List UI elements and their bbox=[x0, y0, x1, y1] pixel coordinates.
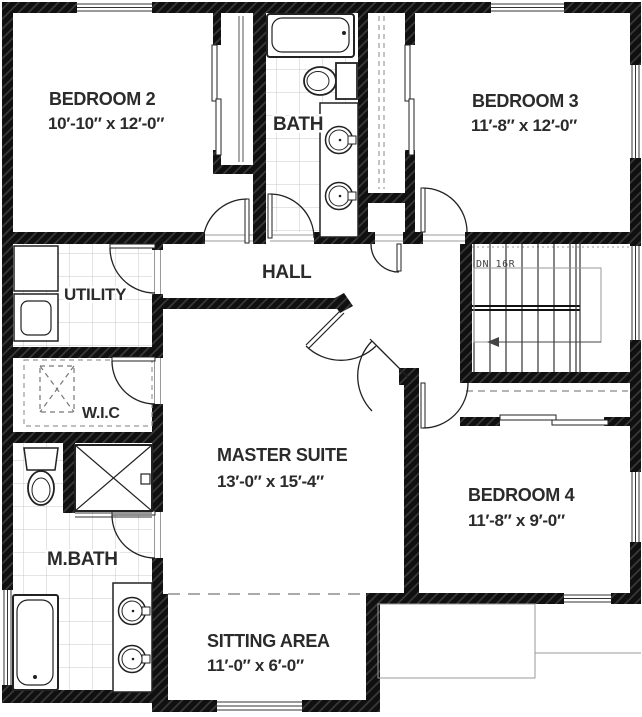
wic-shelf-box bbox=[39, 365, 75, 413]
wall-hall-3 bbox=[403, 232, 423, 244]
wall-bd4-closet-south-e bbox=[604, 417, 631, 426]
mbath-label: M.BATH bbox=[47, 549, 118, 570]
doors bbox=[109, 187, 469, 559]
master-suite-dims: 13′-0″ x 15′-4″ bbox=[217, 472, 324, 491]
bedroom3-dims: 11′-8″ x 12′-0″ bbox=[471, 116, 577, 135]
wall-bd3-closet-lower bbox=[405, 150, 415, 232]
wall-bath-east bbox=[358, 13, 368, 244]
toilet bbox=[23, 447, 59, 506]
wall-bedroom4-south bbox=[366, 593, 641, 604]
linen-closet-door bbox=[370, 243, 402, 273]
wall-mbath-north bbox=[13, 432, 163, 443]
wall-linen-south bbox=[366, 193, 408, 203]
sink bbox=[324, 125, 357, 155]
bedroom4-label: BEDROOM 4 bbox=[468, 485, 575, 505]
wall-hall-1 bbox=[13, 232, 205, 244]
hall-label: HALL bbox=[262, 262, 312, 283]
wall-service-east-4 bbox=[152, 558, 163, 594]
dryer bbox=[13, 293, 59, 342]
wall-sitting-west bbox=[152, 594, 168, 712]
bathtub bbox=[12, 594, 59, 691]
bd4-closet-door-panel bbox=[551, 419, 609, 426]
window-bedroom3-top bbox=[491, 2, 564, 13]
utility-door bbox=[109, 243, 156, 294]
sink bbox=[324, 181, 357, 211]
bd2-closet-door-panel bbox=[211, 44, 218, 102]
bathtub bbox=[266, 13, 355, 58]
wall-bd4-closet-south-w bbox=[460, 417, 500, 426]
wall-master-north bbox=[152, 298, 342, 309]
wall-master-bd4-divider bbox=[404, 368, 419, 593]
bedroom4-dims: 11′-8″ x 9′-0″ bbox=[468, 511, 565, 530]
wall-stair-west bbox=[460, 244, 472, 372]
closets bbox=[23, 16, 628, 427]
stair-direction-arrowhead bbox=[487, 337, 499, 347]
sink bbox=[117, 644, 151, 674]
wall-bath-west bbox=[253, 13, 266, 244]
bath-door bbox=[267, 193, 315, 239]
bath-fixtures bbox=[266, 13, 359, 238]
sink bbox=[117, 596, 151, 626]
utility-label: UTILITY bbox=[64, 285, 127, 304]
staircase: DN 16R bbox=[472, 244, 630, 372]
master-suite-label: MASTER SUITE bbox=[217, 445, 348, 465]
bd3-closet-door-panel bbox=[404, 44, 411, 102]
sitting-area-dims: 11′-0″ x 6′-0″ bbox=[207, 656, 304, 675]
bedroom2-label: BEDROOM 2 bbox=[49, 89, 156, 109]
mbath-fixtures bbox=[12, 444, 153, 693]
wall-outer-left bbox=[2, 2, 13, 703]
bedroom3-door bbox=[420, 187, 468, 233]
toilet bbox=[303, 62, 358, 100]
wall-mbath-south bbox=[2, 690, 168, 703]
bd2-closet-door-panel bbox=[215, 98, 222, 156]
bedroom3-label: BEDROOM 3 bbox=[472, 91, 579, 111]
wall-service-east-1 bbox=[152, 244, 163, 250]
sitting-area-label: SITTING AREA bbox=[207, 631, 330, 651]
window-bedroom2-top bbox=[77, 2, 152, 13]
thresholds bbox=[154, 234, 465, 558]
bath-label: BATH bbox=[273, 114, 323, 135]
wic-door bbox=[111, 356, 156, 405]
wall-bd2-closet-lower bbox=[213, 150, 221, 168]
stair-end-rail bbox=[575, 244, 581, 372]
bd3-closet-door-panel bbox=[408, 98, 415, 156]
double-vanity bbox=[112, 582, 153, 693]
window-bedroom4-south bbox=[564, 593, 611, 604]
wic-shelf-outline bbox=[23, 359, 153, 427]
bedroom2-door bbox=[202, 198, 250, 244]
wall-outer-top bbox=[2, 2, 641, 13]
window-bedroom4-east bbox=[630, 472, 641, 542]
wall-bd2-closet-south bbox=[213, 165, 266, 174]
wall-bd4-north bbox=[460, 372, 631, 383]
washer bbox=[13, 245, 59, 292]
window-sitting-south bbox=[217, 700, 302, 712]
wall-hall-4 bbox=[465, 232, 631, 244]
shower bbox=[74, 444, 153, 518]
wall-bd3-closet-upper bbox=[405, 13, 415, 45]
window-mbath-west bbox=[2, 590, 13, 685]
bedroom2-dims: 10′-10″ x 12′-0″ bbox=[48, 114, 164, 133]
stair-center-rail bbox=[472, 305, 580, 311]
master-suite-double-doors bbox=[305, 309, 409, 412]
window-bedroom3-east bbox=[630, 65, 641, 158]
wall-sitting-east bbox=[366, 594, 380, 712]
shower-door-handle bbox=[140, 473, 151, 485]
utility-fixtures bbox=[13, 245, 59, 342]
room-labels: BEDROOM 2 10′-10″ x 12′-0″ BATH BEDROOM … bbox=[45, 89, 579, 675]
double-vanity bbox=[319, 102, 359, 238]
wall-service-east-2 bbox=[152, 294, 163, 358]
window-stair-east bbox=[630, 246, 641, 340]
wall-service-east-3 bbox=[152, 404, 163, 512]
tiled-floors bbox=[13, 55, 358, 690]
roof-outline bbox=[377, 603, 641, 679]
wall-pier-a bbox=[331, 293, 353, 313]
wall-shower-west bbox=[63, 443, 75, 513]
stair-label: DN 16R bbox=[476, 259, 516, 270]
wic-label: W.I.C bbox=[82, 405, 120, 422]
bd4-closet-door-panel bbox=[499, 414, 557, 421]
wall-wic-north bbox=[13, 347, 163, 358]
wall-bd2-closet-upper bbox=[213, 13, 221, 45]
bedroom4-door bbox=[420, 382, 469, 429]
